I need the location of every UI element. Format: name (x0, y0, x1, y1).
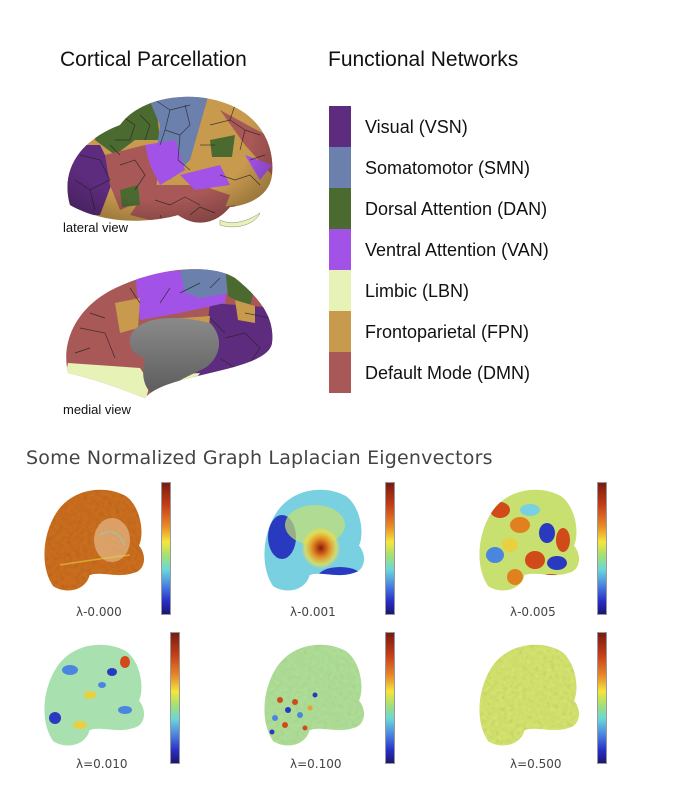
legend-label-smn: Somatomotor (SMN) (365, 158, 531, 178)
brain-map-2 (264, 489, 365, 591)
legend-swatch-dmn (329, 352, 351, 393)
lambda-label-6: λ=0.500 (510, 757, 562, 771)
colorbar-3 (597, 482, 607, 615)
lambda-label-4: λ=0.010 (76, 757, 128, 771)
brain-map-3 (479, 489, 580, 591)
eigenvector-panel-6: λ=0.500 (460, 620, 670, 771)
legend-label-vsn: Visual (VSN) (365, 117, 468, 137)
network-color-legend (329, 106, 351, 393)
legend-label-fpn: Frontoparietal (FPN) (365, 322, 530, 342)
lateral-brain-image (60, 85, 280, 235)
legend-label-dmn: Default Mode (DMN) (365, 363, 531, 383)
brain-map-1 (44, 489, 145, 591)
eigenvector-panel-5: λ=0.100 (240, 620, 450, 771)
legend-swatch-fpn (329, 311, 351, 352)
legend-label-lbn: Limbic (LBN) (365, 281, 470, 301)
eigenvectors-title: Some Normalized Graph Laplacian Eigenvec… (26, 447, 493, 469)
colorbar-4 (170, 632, 180, 764)
lambda-label-1: λ-0.000 (76, 605, 122, 619)
medial-brain-image (60, 258, 280, 403)
legend-swatch-smn (329, 147, 351, 188)
legend-swatch-van (329, 229, 351, 270)
brain-map-4 (44, 644, 145, 746)
legend-label-van: Ventral Attention (VAN) (365, 240, 549, 260)
legend-swatch-lbn (329, 270, 351, 311)
colorbar-6 (597, 632, 607, 764)
eigenvector-panel-4: λ=0.010 (20, 620, 230, 771)
colorbar-5 (385, 632, 395, 764)
lambda-label-5: λ=0.100 (290, 757, 342, 771)
colorbar-1 (161, 482, 171, 615)
parcellation-title: Cortical Parcellation (60, 48, 247, 71)
eigenvector-panel-2: λ-0.001 (240, 475, 450, 625)
eigenvector-panel-1: λ-0.000 (20, 475, 230, 625)
medial-view-label: medial view (63, 402, 131, 417)
brain-map-5 (264, 644, 365, 746)
brain-map-6 (479, 644, 580, 746)
legend-swatch-dan (329, 188, 351, 229)
legend-label-dan: Dorsal Attention (DAN) (365, 199, 548, 219)
lambda-label-3: λ-0.005 (510, 605, 556, 619)
networks-title: Functional Networks (328, 48, 519, 71)
lambda-label-2: λ-0.001 (290, 605, 336, 619)
legend-swatch-vsn (329, 106, 351, 147)
colorbar-2 (385, 482, 395, 615)
eigenvector-panel-3: λ-0.005 (460, 475, 670, 625)
lateral-view-label: lateral view (63, 220, 129, 235)
